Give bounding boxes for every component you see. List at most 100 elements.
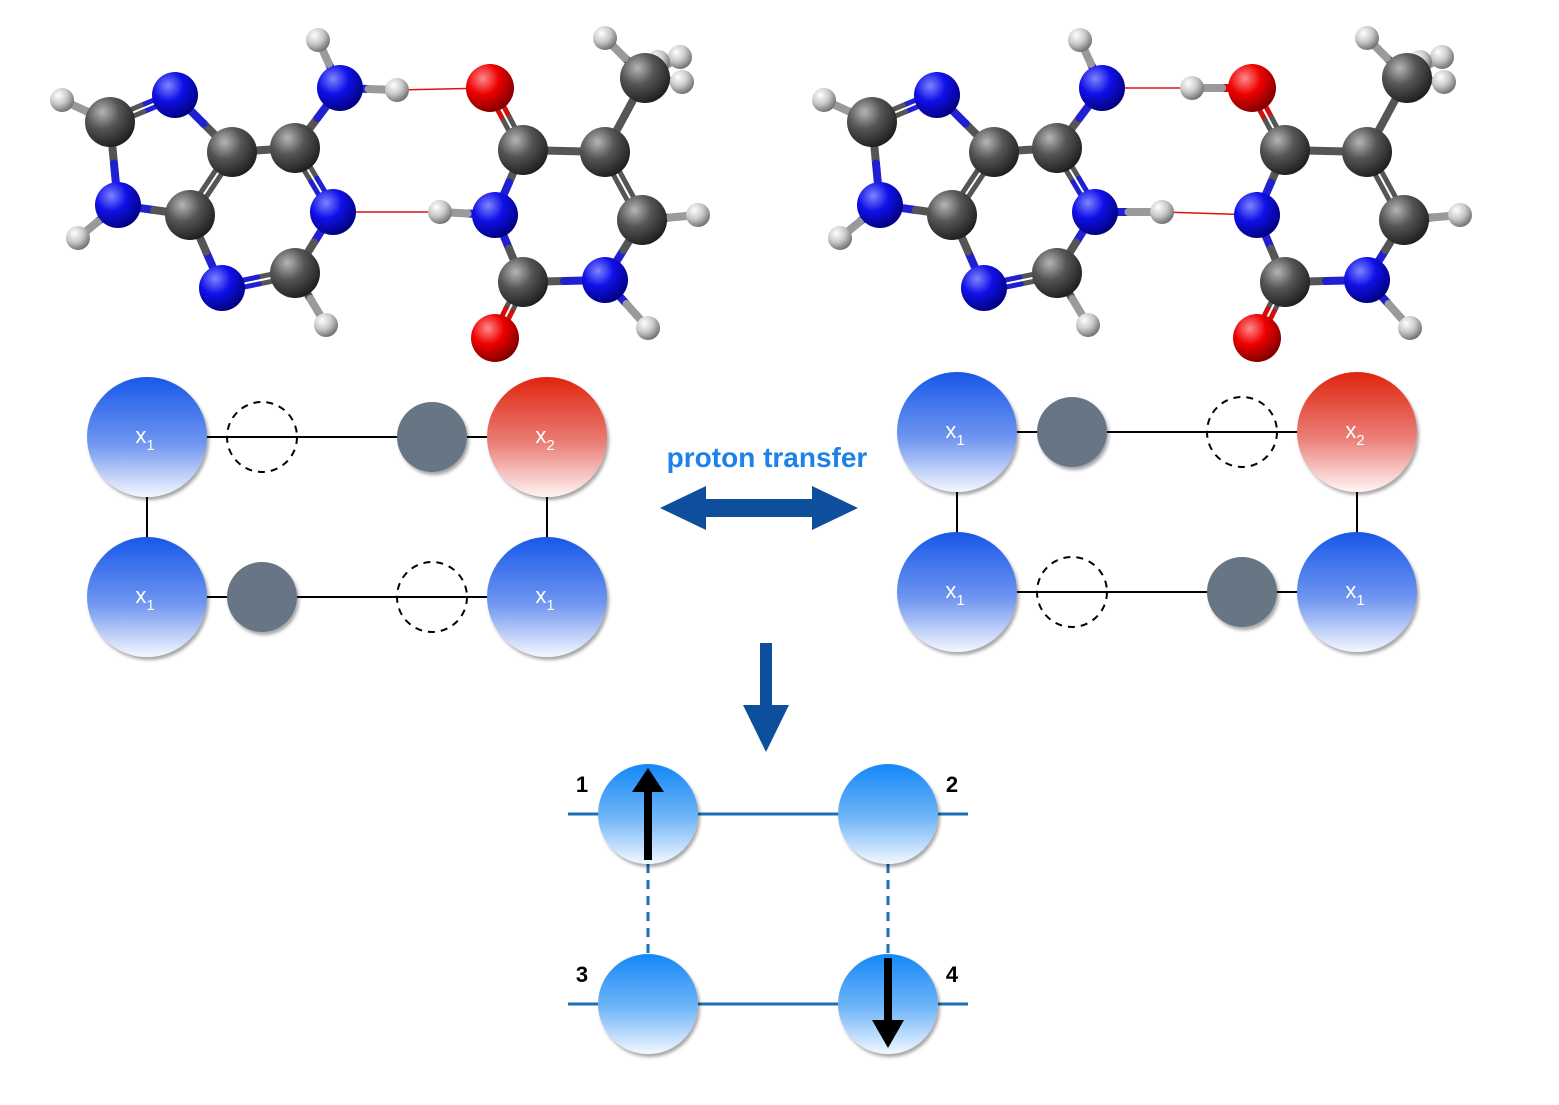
site-x1: x1 — [897, 532, 1017, 652]
double-headed-arrow — [660, 486, 858, 530]
site-circle — [1297, 532, 1417, 652]
site-subscript: 2 — [546, 437, 554, 454]
carbon-atom — [1260, 125, 1310, 175]
hydrogen-atom — [828, 226, 852, 250]
site-subscript: 1 — [546, 597, 554, 614]
hydrogen-atom — [1398, 316, 1422, 340]
oxygen-atom — [466, 64, 514, 112]
hydrogen-atom — [1430, 45, 1454, 69]
site-x1: x1 — [87, 537, 207, 657]
hydrogen-atom — [1355, 26, 1379, 50]
hydrogen-atom — [428, 200, 452, 224]
atoms — [50, 26, 710, 362]
carbon-atom — [1382, 53, 1432, 103]
site-x1: x1 — [897, 372, 1017, 492]
carbon-atom — [85, 97, 135, 147]
carbon-atom — [847, 97, 897, 147]
hydrogen-atom — [1180, 76, 1204, 100]
carbon-atom — [498, 257, 548, 307]
adenine-thymine-pair-left — [50, 26, 710, 362]
nitrogen-atom — [914, 72, 960, 118]
carbon-atom — [270, 123, 320, 173]
site-subscript: 2 — [1356, 432, 1364, 449]
site-circle — [487, 537, 607, 657]
carbon-atom — [1032, 248, 1082, 298]
oxygen-atom — [1228, 64, 1276, 112]
carbon-atom — [270, 248, 320, 298]
hydrogen-atom — [1068, 28, 1092, 52]
nitrogen-atom — [1072, 189, 1118, 235]
carbon-atom — [165, 190, 215, 240]
carbon-atom — [927, 190, 977, 240]
carbon-atom — [969, 127, 1019, 177]
site-subscript: 1 — [146, 597, 154, 614]
lattice-model-left: x1 x2 x1 x1 — [87, 377, 607, 657]
carbon-atom — [617, 195, 667, 245]
lattice-site-number: 4 — [946, 962, 959, 987]
carbon-atom — [1260, 257, 1310, 307]
hydrogen-atom — [670, 70, 694, 94]
carbon-atom — [620, 53, 670, 103]
site-subscript: 1 — [956, 592, 964, 609]
carbon-atom — [498, 125, 548, 175]
hydrogen-atom — [812, 88, 836, 112]
nitrogen-atom — [199, 265, 245, 311]
site-x1: x1 — [487, 537, 607, 657]
carbon-atom — [580, 127, 630, 177]
hydrogen-atom — [1076, 313, 1100, 337]
nitrogen-atom — [317, 65, 363, 111]
site-circle — [87, 377, 207, 497]
carbon-atom — [1032, 123, 1082, 173]
nitrogen-atom — [961, 265, 1007, 311]
nitrogen-atom — [1344, 257, 1390, 303]
lattice-site-number: 1 — [576, 772, 588, 797]
nitrogen-atom — [310, 189, 356, 235]
hydrogen-atom — [385, 78, 409, 102]
proton-vacant — [1206, 396, 1278, 468]
carbon-atom — [1379, 195, 1429, 245]
spin-up-arrow — [632, 768, 664, 860]
hydrogen-atom — [314, 313, 338, 337]
site-subscript: 1 — [1356, 592, 1364, 609]
nitrogen-atom — [582, 257, 628, 303]
hydrogen-atom — [306, 28, 330, 52]
spin-lattice: 1 2 3 4 — [568, 764, 968, 1054]
oxygen-atom — [471, 314, 519, 362]
site-subscript: 1 — [956, 432, 964, 449]
site-circle — [1297, 372, 1417, 492]
atoms — [812, 26, 1472, 362]
nitrogen-atom — [95, 182, 141, 228]
proton-occupied — [1207, 557, 1277, 627]
proton-vacant — [1036, 556, 1108, 628]
proton-occupied — [1037, 397, 1107, 467]
nitrogen-atom — [472, 192, 518, 238]
site-circle — [897, 372, 1017, 492]
site-x2: x2 — [487, 377, 607, 497]
hydrogen-atom — [1432, 70, 1456, 94]
hydrogen-atom — [636, 316, 660, 340]
hydrogen-atom — [668, 45, 692, 69]
site-x2: x2 — [1297, 372, 1417, 492]
hydrogen-atom — [1448, 203, 1472, 227]
proton-vacant — [396, 561, 468, 633]
site-circle — [87, 537, 207, 657]
hydrogen-atom — [50, 88, 74, 112]
down-arrow — [743, 643, 789, 752]
lattice-site-number: 2 — [946, 772, 958, 797]
lattice-site-number: 3 — [576, 962, 588, 987]
lattice-site-3 — [598, 954, 698, 1054]
hydrogen-atom — [66, 226, 90, 250]
proton-vacant — [226, 401, 298, 473]
spin-down-arrow — [872, 958, 904, 1048]
site-x1: x1 — [87, 377, 207, 497]
nitrogen-atom — [857, 182, 903, 228]
hydrogen-atom — [1150, 200, 1174, 224]
nitrogen-atom — [1079, 65, 1125, 111]
site-circle — [897, 532, 1017, 652]
carbon-atom — [207, 127, 257, 177]
proton-occupied — [227, 562, 297, 632]
oxygen-atom — [1233, 314, 1281, 362]
proton-transfer-label: proton transfer — [667, 442, 868, 473]
